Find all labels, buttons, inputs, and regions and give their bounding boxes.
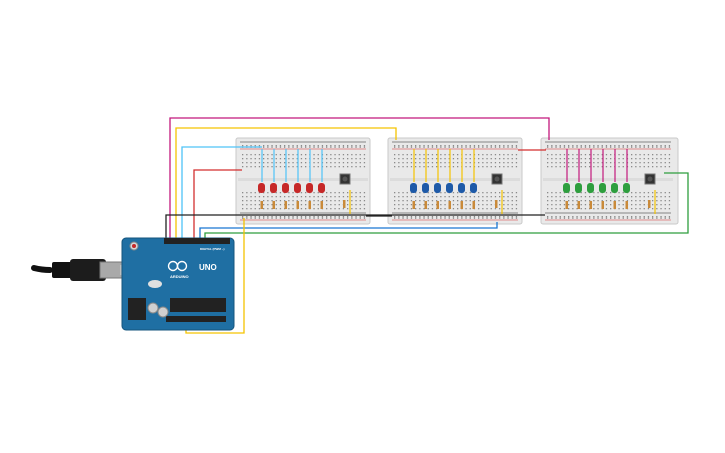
wire-blue[interactable] — [199, 222, 498, 244]
wire-cyan[interactable] — [181, 146, 262, 244]
led[interactable] — [611, 183, 618, 193]
resistor[interactable] — [284, 201, 288, 209]
resistor[interactable] — [613, 201, 617, 209]
wire-green[interactable] — [204, 172, 689, 244]
resistor[interactable] — [460, 201, 464, 209]
led[interactable] — [318, 183, 325, 193]
arduino-uno[interactable]: UNO ARDUINO DIGITAL (PWM ~) — [121, 237, 235, 331]
resistor[interactable] — [589, 201, 593, 209]
usb-cable[interactable] — [31, 259, 128, 281]
resistor[interactable] — [625, 201, 629, 209]
led[interactable] — [410, 183, 417, 193]
analog-header — [166, 316, 226, 322]
wire-yellow-top[interactable] — [175, 127, 397, 244]
digital-header — [164, 238, 230, 244]
led[interactable] — [575, 183, 582, 193]
resistor[interactable] — [601, 201, 605, 209]
resistor[interactable] — [436, 201, 440, 209]
arduino-logo-icon — [167, 260, 188, 272]
led[interactable] — [270, 183, 277, 193]
microcontroller-chip — [170, 298, 226, 312]
resistor[interactable] — [577, 201, 581, 209]
wire-red[interactable] — [193, 169, 242, 244]
resistor[interactable] — [272, 201, 276, 209]
digital-pins-label: DIGITAL (PWM ~) — [200, 247, 224, 251]
led[interactable] — [587, 183, 594, 193]
resistor[interactable] — [472, 201, 476, 209]
led[interactable] — [422, 183, 429, 193]
led[interactable] — [446, 183, 453, 193]
wire-magenta[interactable] — [169, 117, 550, 244]
wire-black[interactable] — [165, 214, 545, 244]
led[interactable] — [282, 183, 289, 193]
led[interactable] — [458, 183, 465, 193]
led[interactable] — [563, 183, 570, 193]
wires — [165, 117, 689, 334]
breadboard-holes — [238, 141, 673, 221]
resistor[interactable] — [565, 201, 569, 209]
led[interactable] — [470, 183, 477, 193]
resistor[interactable] — [424, 201, 428, 209]
resistor[interactable] — [260, 201, 264, 209]
board-brand-label: ARDUINO — [170, 274, 189, 279]
resistor[interactable] — [412, 201, 416, 209]
led[interactable] — [623, 183, 630, 193]
resistor[interactable] — [308, 201, 312, 209]
led[interactable] — [599, 183, 606, 193]
resistor[interactable] — [320, 201, 324, 209]
led[interactable] — [294, 183, 301, 193]
board-model-label: UNO — [199, 263, 217, 272]
led[interactable] — [434, 183, 441, 193]
resistor[interactable] — [448, 201, 452, 209]
led[interactable] — [258, 183, 265, 193]
led[interactable] — [306, 183, 313, 193]
components — [258, 149, 656, 214]
resistor[interactable] — [296, 201, 300, 209]
